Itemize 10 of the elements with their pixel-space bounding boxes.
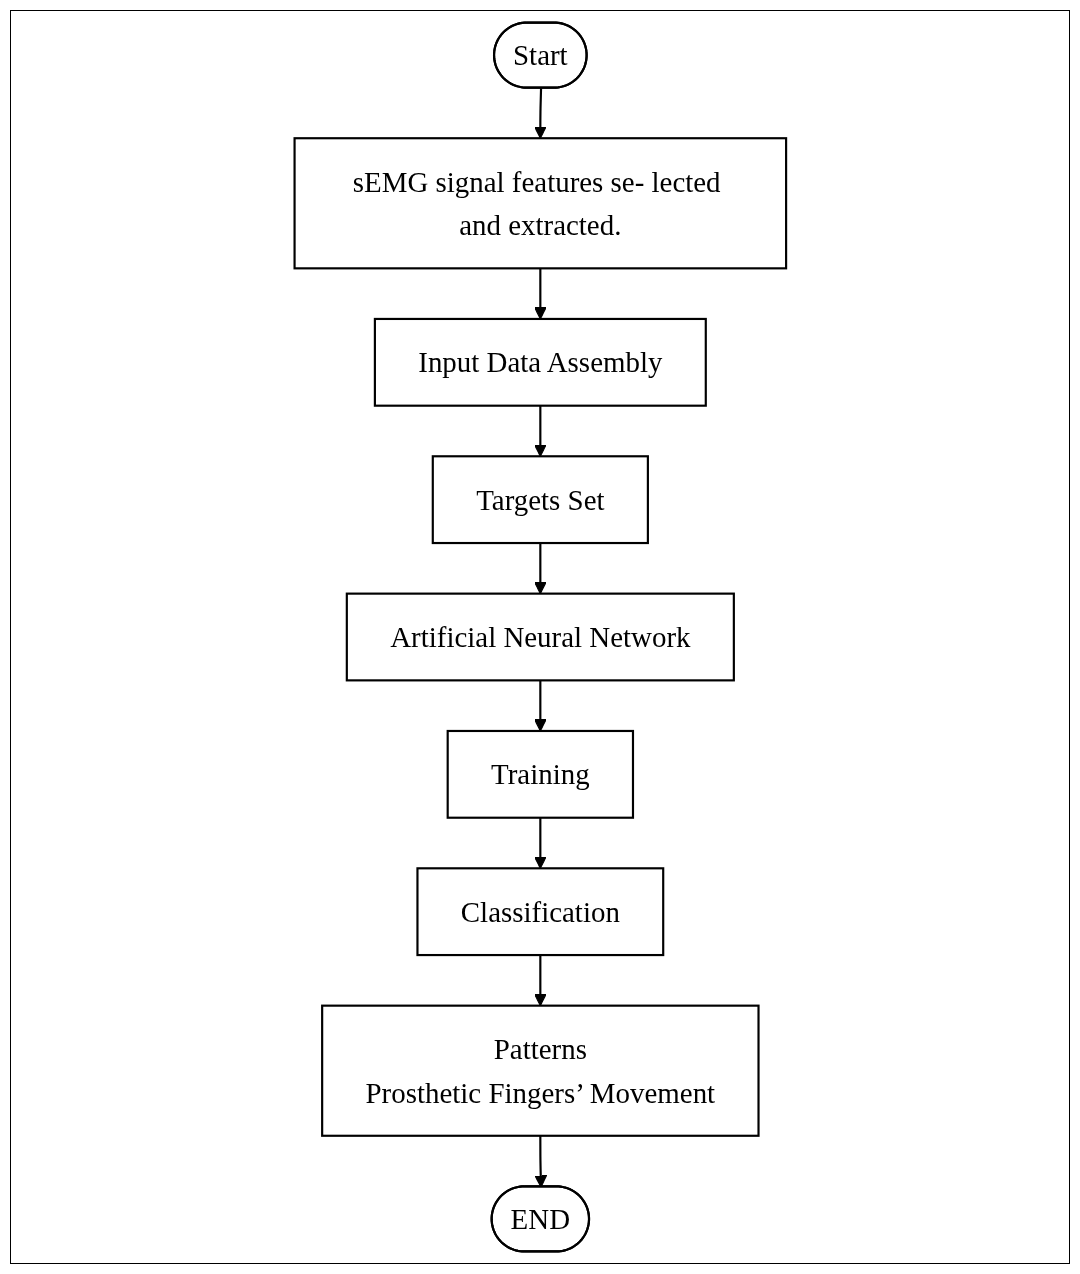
node-box: sEMG signal features se- lected and extracted. [293, 137, 787, 270]
node-box: Training [446, 729, 634, 819]
arrow [533, 405, 547, 457]
arrow [533, 817, 547, 869]
node-box: Input Data Assembly [373, 317, 707, 407]
node-box: Targets Set [431, 455, 649, 545]
node-box: Artificial Neural Network [345, 592, 735, 682]
node-box: Classification [416, 867, 664, 957]
node-box: Patterns Prosthetic Fingers’ Movement [320, 1004, 760, 1137]
arrow [533, 88, 547, 139]
